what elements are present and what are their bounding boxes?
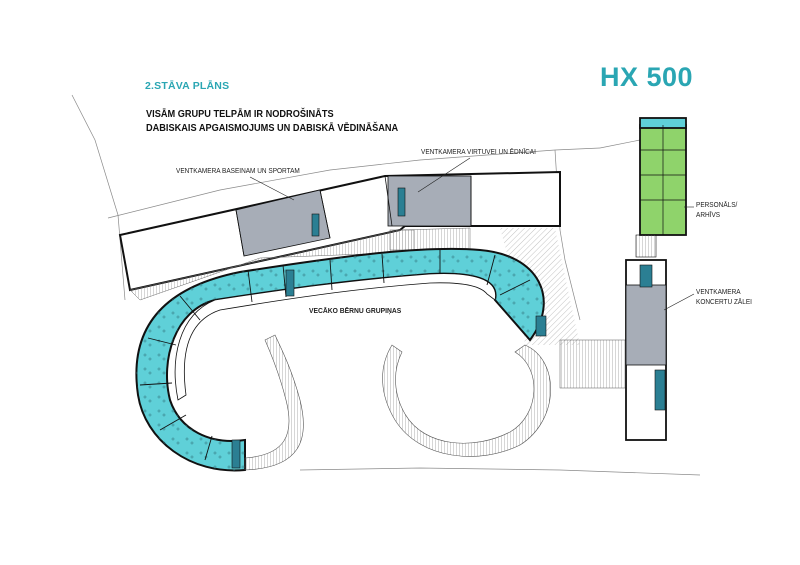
staff-room-partitions — [640, 125, 686, 235]
label-vent-kitchen: VENTKAMERA VIRTUVEI UN ĒDNĪCAI — [421, 147, 536, 156]
group-rooms-pattern — [136, 248, 544, 471]
note-line-1: VISĀM GRUPU TELPĀM IR NODROŠINĀTS — [146, 109, 334, 120]
label-vent-concert-2: KONCERTU ZĀLEI — [696, 297, 752, 306]
note-line-2: DABISKAIS APGAISMOJUMS UN DABISKĀ VĒDINĀ… — [146, 123, 399, 134]
group-room-partitions — [139, 249, 531, 461]
label-vent-concert-1: VENTKAMERA — [696, 287, 741, 296]
label-vent-pool-sport: VENTKAMERA BASEINAM UN SPORTAM — [176, 166, 300, 175]
sheet-title: 2.STĀVA PLĀNS — [145, 80, 230, 92]
project-code: HX 500 — [600, 62, 694, 92]
left-arc-stairs — [244, 334, 304, 471]
group-inner-corridor — [174, 273, 496, 401]
label-staff-archive-2: ARHĪVS — [696, 210, 721, 219]
leader-lines — [249, 157, 695, 311]
label-older-children-groups: VECĀKO BĒRNU GRUPIŅAS — [309, 306, 402, 315]
right-tower — [625, 117, 687, 441]
label-staff-archive-1: PERSONĀLS/ — [696, 200, 738, 209]
vertical-shafts — [231, 187, 547, 469]
bridge-walkway — [559, 339, 631, 389]
center-arc-stairs — [382, 344, 551, 457]
upper-block-partitions — [235, 175, 472, 257]
